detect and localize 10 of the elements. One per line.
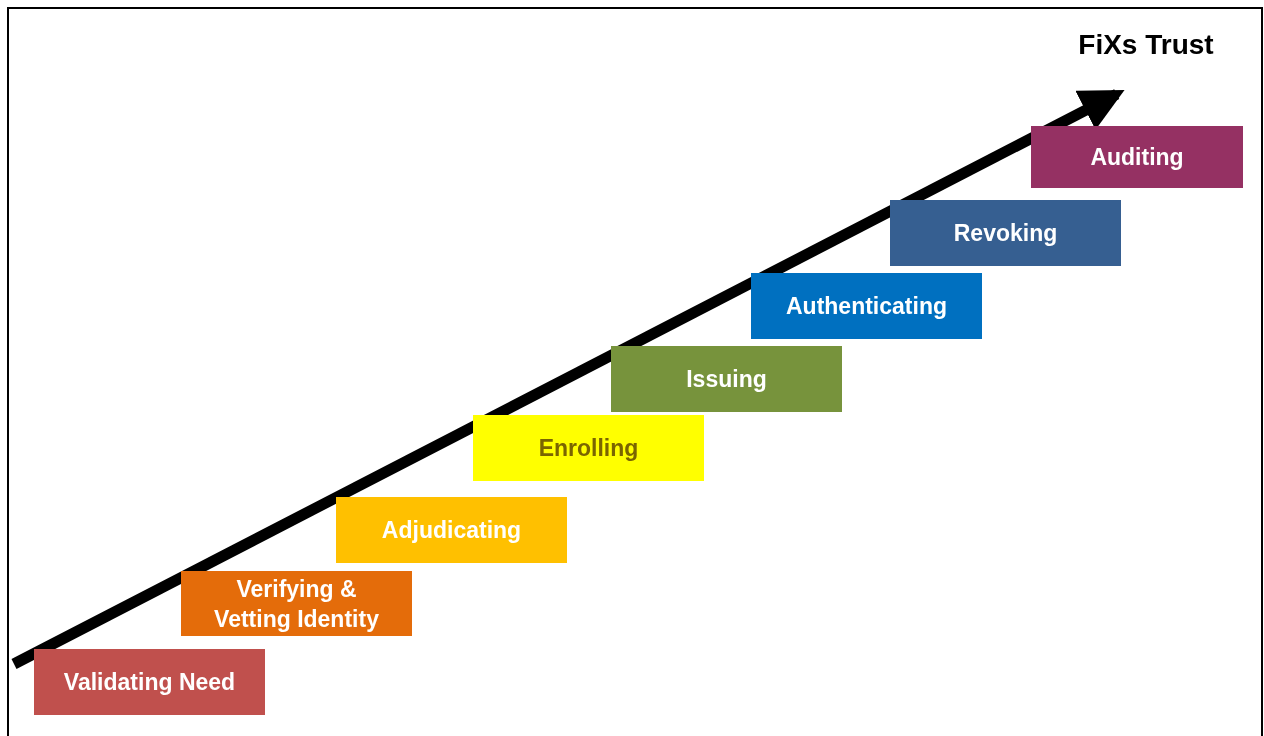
step-box: Auditing <box>1031 126 1243 188</box>
step-box: Revoking <box>890 200 1121 266</box>
step-box: Validating Need <box>34 649 265 715</box>
step-box: Verifying & Vetting Identity <box>181 571 412 636</box>
step-box: Enrolling <box>473 415 704 481</box>
trust-arrow <box>11 89 1125 669</box>
step-box: Issuing <box>611 346 842 412</box>
step-box: Adjudicating <box>336 497 567 563</box>
step-box: Authenticating <box>751 273 982 339</box>
goal-label: FiXs Trust <box>1060 28 1232 78</box>
